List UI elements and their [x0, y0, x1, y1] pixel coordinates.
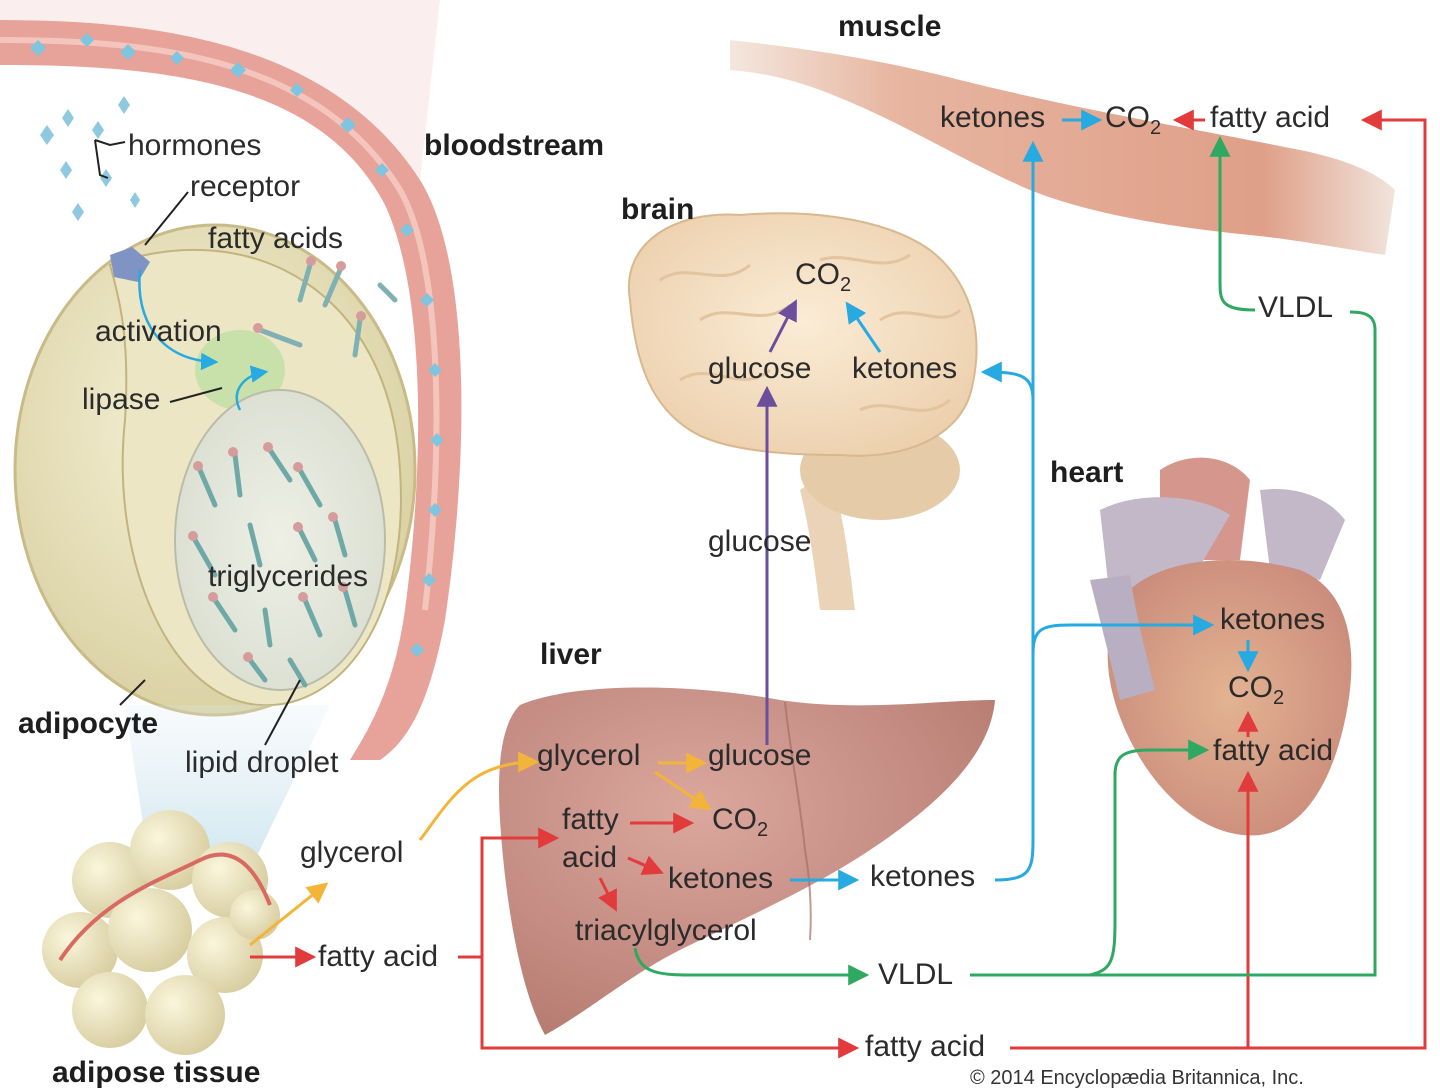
adipose-tissue-label: adipose tissue	[52, 1056, 261, 1089]
muscle-fatty-acid-label: fatty acid	[1210, 101, 1331, 134]
hormone-molecules	[40, 96, 140, 221]
muscle-shape	[730, 40, 1395, 255]
muscle-ketones-label: ketones	[940, 101, 1046, 134]
brain-label: brain	[621, 193, 695, 226]
adipocyte-label: adipocyte	[18, 707, 159, 740]
fatty-acid-heads	[253, 256, 366, 333]
hormones-label: hormones	[128, 129, 262, 162]
heart-fatty-acid-label: fatty acid	[1213, 734, 1334, 767]
brain-ketones-label: ketones	[852, 352, 958, 385]
brain-shape	[627, 212, 978, 610]
adipose-tissue-cluster	[42, 810, 280, 1055]
brain-glucose-label: glucose	[708, 352, 812, 385]
fatty-acids-label: fatty acids	[208, 222, 344, 255]
flow-glycerol-label: glycerol	[300, 836, 404, 869]
liver-label: liver	[540, 638, 602, 671]
bloodstream-label: bloodstream	[424, 129, 605, 162]
heart-ketones-label: ketones	[1220, 603, 1326, 636]
heart-shape	[1090, 457, 1352, 836]
flow-fatty-acid-bottom-label: fatty acid	[865, 1030, 986, 1063]
glucose-path-label: glucose	[708, 525, 812, 558]
bloodstream-cells	[30, 33, 444, 657]
free-fatty-acid-molecules	[257, 262, 398, 358]
flow-arrows	[249, 109, 1427, 1059]
liver-fatty-label: fatty	[562, 803, 619, 836]
copyright-notice: © 2014 Encyclopædia Britannica, Inc.	[970, 1067, 1304, 1089]
liver-acid-label: acid	[562, 841, 618, 874]
lipid-droplet-label: lipid droplet	[185, 746, 339, 779]
flow-ketones-label: ketones	[870, 860, 976, 893]
liver-co2-label: CO2	[712, 803, 769, 841]
heart-label: heart	[1050, 456, 1124, 489]
brain-co2-label: CO2	[795, 258, 852, 296]
lipase-label: lipase	[82, 383, 161, 416]
muscle-co2-label: CO2	[1105, 101, 1162, 139]
activation-arrows	[138, 269, 269, 411]
muscle-label: muscle	[838, 10, 942, 43]
liver-glycerol-label: glycerol	[537, 739, 641, 772]
muscle-vldl-label: VLDL	[1258, 291, 1334, 324]
flow-fatty-acid-label: fatty acid	[318, 940, 439, 973]
liver-ketones-label: ketones	[668, 862, 774, 895]
pointer-lines	[94, 139, 301, 746]
heart-co2-label: CO2	[1228, 671, 1285, 709]
activation-label: activation	[95, 315, 222, 348]
liver-triacylglycerol-label: triacylglycerol	[575, 914, 757, 947]
receptor-label: receptor	[190, 170, 301, 203]
flow-vldl-label: VLDL	[878, 958, 954, 991]
liver-shape	[499, 687, 995, 1035]
triglycerides-label: triglycerides	[208, 560, 369, 593]
liver-glucose-label: glucose	[708, 739, 812, 772]
adipocyte-cell	[13, 223, 417, 717]
